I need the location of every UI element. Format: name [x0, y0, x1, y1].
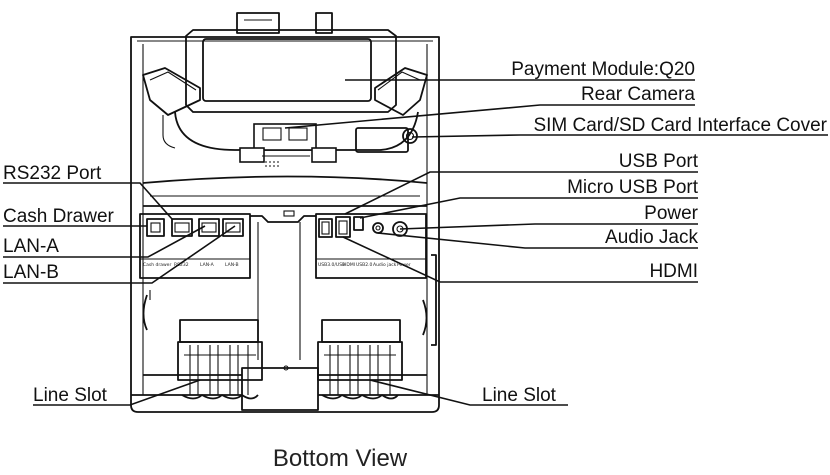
rear-camera — [240, 124, 336, 167]
label-usb-port: USB Port — [619, 151, 699, 172]
panel-print-usb2: USB2.0 — [356, 262, 373, 268]
label-hdmi: HDMI — [649, 261, 698, 282]
line-slot-left — [178, 320, 262, 399]
figure-caption: Bottom View — [273, 445, 408, 472]
panel-print-cash-drawer: Cash drawer — [143, 262, 171, 268]
panel-print-hdmi: HDMI — [343, 262, 355, 268]
cash-drawer-port — [147, 219, 164, 236]
label-lan-b: LAN-B — [3, 262, 59, 283]
label-power: Power — [644, 203, 699, 224]
label-line-slot-right: Line Slot — [482, 385, 557, 406]
payment-module-screen — [203, 39, 371, 101]
label-payment-module: Payment Module:Q20 — [511, 59, 695, 80]
side-grip-left — [143, 68, 200, 115]
panel-print-lan-a: LAN-A — [200, 262, 215, 268]
label-rear-camera: Rear Camera — [581, 84, 695, 105]
panel-print-audio: Audio jack — [373, 262, 397, 268]
label-micro-usb-port: Micro USB Port — [567, 177, 699, 198]
side-grip-right — [375, 68, 427, 115]
audio-jack — [373, 223, 383, 233]
line-slot-right — [318, 320, 402, 399]
micro-usb-port — [354, 217, 363, 230]
label-line-slot-left: Line Slot — [33, 385, 108, 406]
label-audio-jack: Audio Jack — [605, 227, 698, 248]
left-io-panel: Cash drawer RS232 LAN-A LAN-B — [140, 214, 250, 278]
label-lan-a: LAN-A — [3, 236, 59, 257]
label-sim-sd-cover: SIM Card/SD Card Interface Cover — [533, 115, 827, 136]
panel-print-lan-b: LAN-B — [225, 262, 239, 268]
label-rs232-port: RS232 Port — [3, 163, 102, 184]
label-cash-drawer: Cash Drawer — [3, 206, 115, 227]
device-bottom-view: Cash drawer RS232 LAN-A LAN-B USB3.0/USB… — [131, 13, 439, 412]
panel-print-usb: USB3.0/USB — [318, 262, 345, 268]
bottom-center-tab — [242, 368, 318, 410]
